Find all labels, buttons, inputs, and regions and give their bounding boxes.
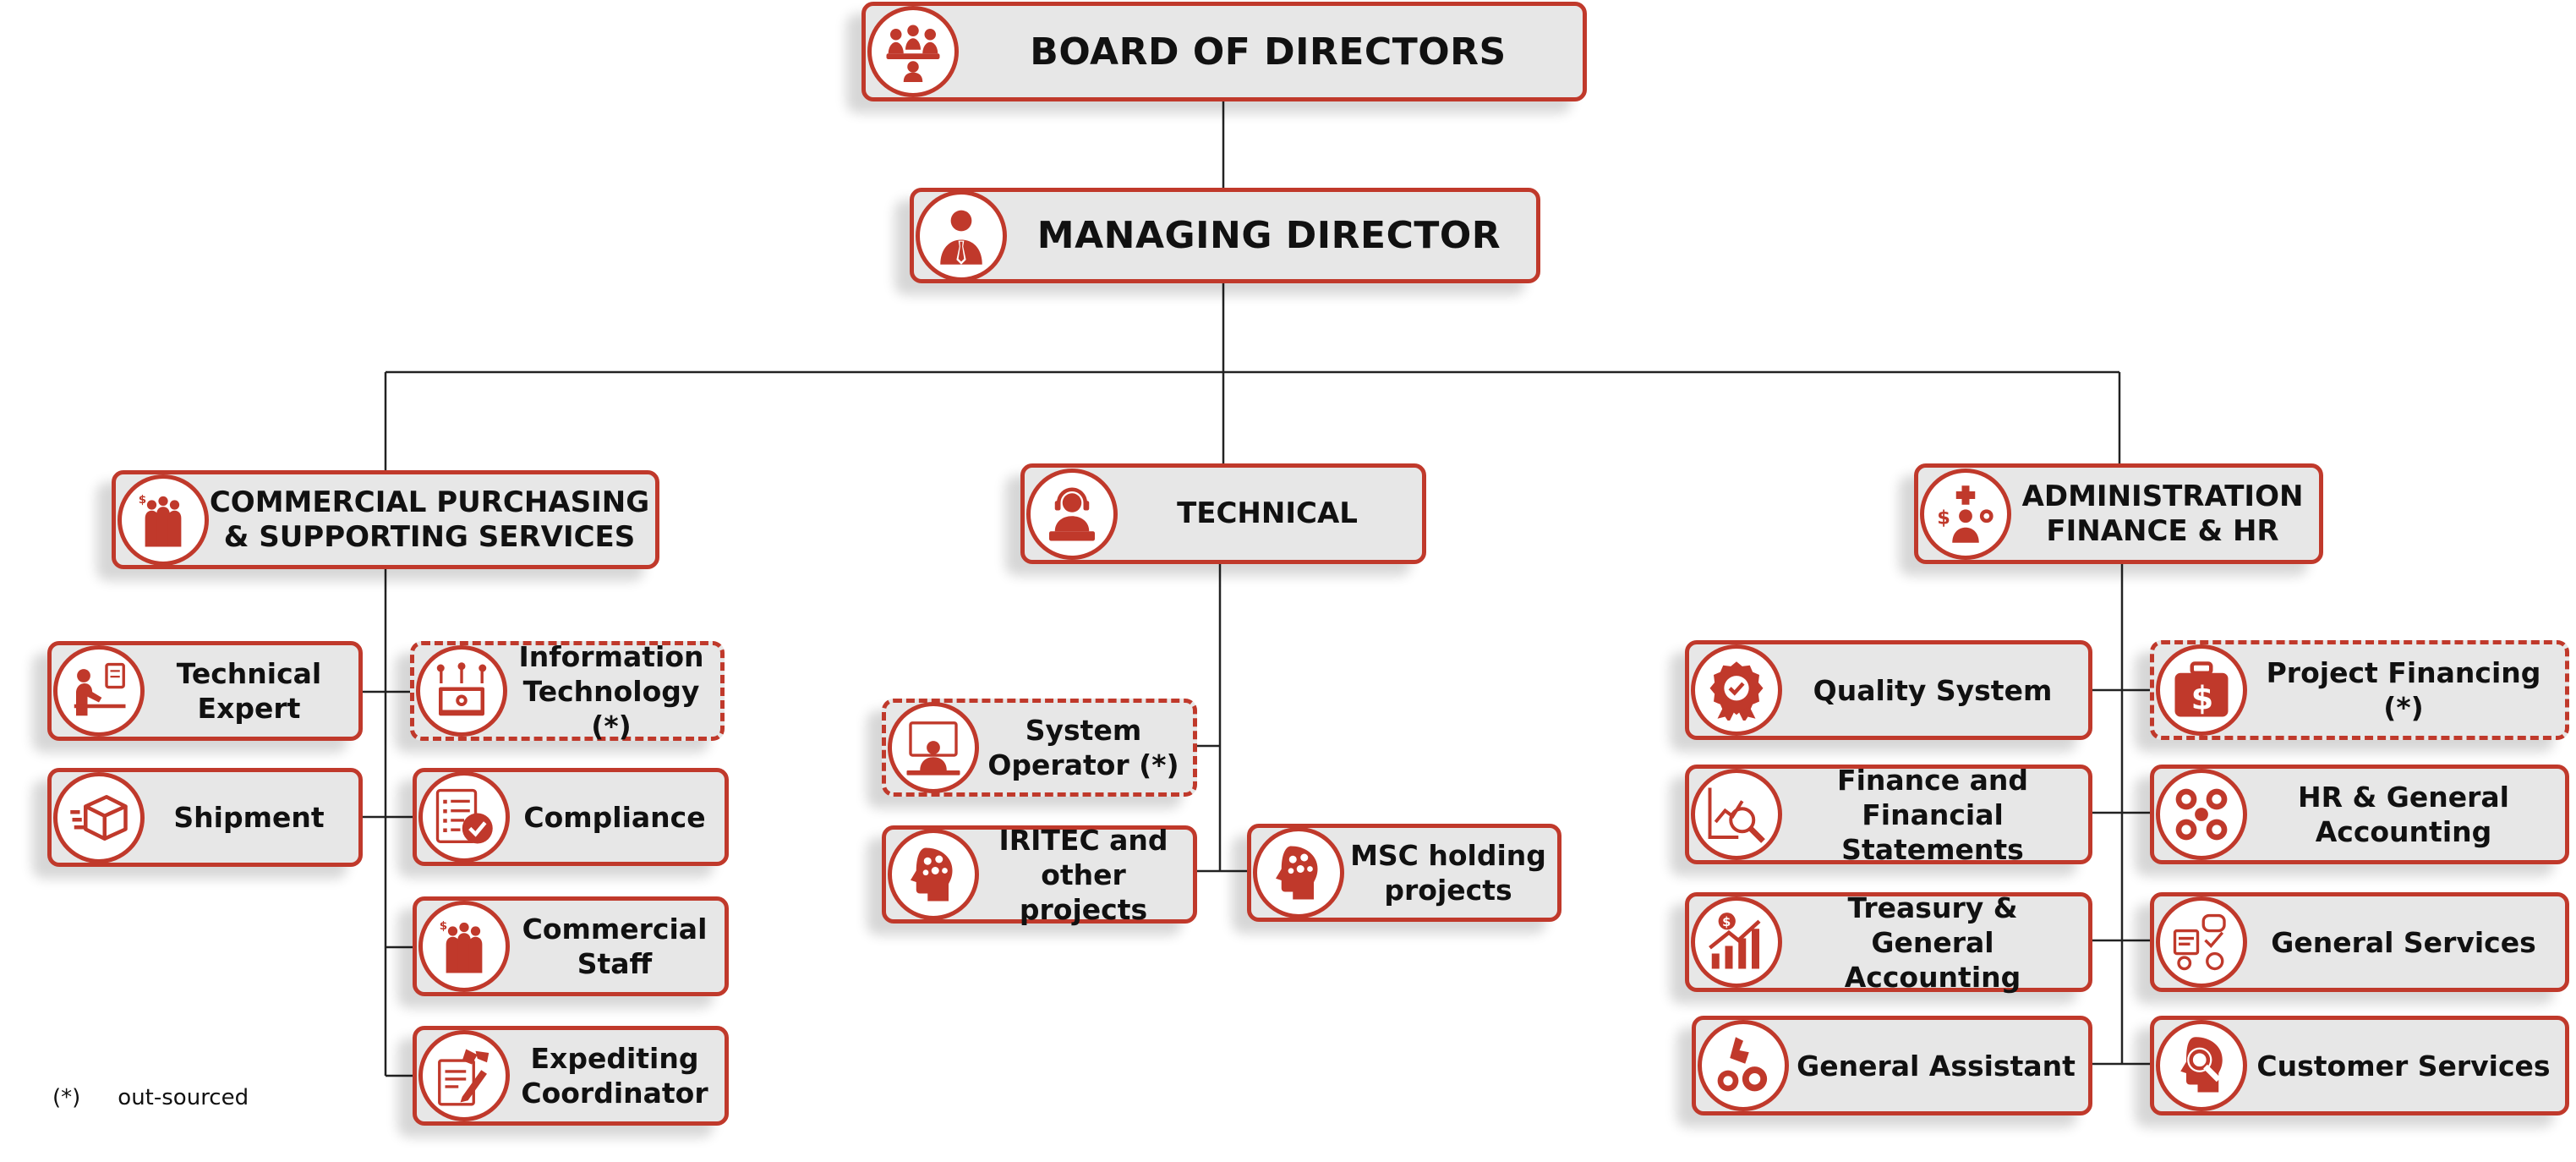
node-label: Expediting Coordinator <box>521 1042 708 1110</box>
money-bag-icon: $ <box>2156 644 2247 736</box>
legend-text: out-sourced <box>118 1085 249 1110</box>
node-label: COMMERCIAL PURCHASING & SUPPORTING SERVI… <box>209 485 650 554</box>
general-services-node: General Services <box>2150 892 2569 992</box>
monitor-operator-icon <box>888 702 979 793</box>
team-money-icon: $ <box>418 901 510 992</box>
finance-medical-icon: $ <box>1920 468 2011 560</box>
businessman-icon <box>916 189 1007 282</box>
node-label: BOARD OF DIRECTORS <box>1030 30 1507 74</box>
node-label: Information Technology (*) <box>518 639 704 743</box>
customer-services-node: Customer Services <box>2150 1016 2569 1115</box>
quality-badge-icon <box>1691 644 1782 736</box>
document-sign-icon <box>418 1030 510 1121</box>
shipment-node: Shipment <box>47 768 363 867</box>
node-label: MSC holding projects <box>1350 839 1546 907</box>
services-icon <box>2156 896 2247 988</box>
svg-text:$: $ <box>440 919 447 933</box>
boardroom-icon <box>867 6 959 97</box>
svg-text:$: $ <box>1937 507 1950 529</box>
support-agent-icon <box>1026 468 1118 560</box>
head-search-icon <box>2156 1020 2247 1111</box>
node-label: MANAGING DIRECTOR <box>1036 214 1501 257</box>
administration-department-node: $ ADMINISTRATION FINANCE & HR <box>1914 463 2323 564</box>
compliance-node: Compliance <box>413 768 729 866</box>
brain-gears-icon <box>1253 827 1344 918</box>
node-label: Shipment <box>173 801 325 834</box>
information-technology-node: Information Technology (*) <box>410 639 725 743</box>
quality-system-node: Quality System <box>1685 640 2092 740</box>
legend: (*) out-sourced <box>52 1085 249 1110</box>
computer-network-icon <box>416 645 507 737</box>
system-operator-node: System Operator (*) <box>882 699 1197 797</box>
managing-director-node: MANAGING DIRECTOR <box>910 188 1540 283</box>
svg-text:$: $ <box>139 492 146 506</box>
growth-chart-icon: $ <box>1691 896 1782 988</box>
node-label: Compliance <box>523 800 706 834</box>
node-label: Finance and Financial Statements <box>1837 763 2028 866</box>
node-label: Quality System <box>1813 673 2053 707</box>
node-label: Customer Services <box>2256 1049 2551 1083</box>
msc-holding-projects-node: MSC holding projects <box>1247 824 1561 922</box>
commercial-department-node: $ COMMERCIAL PURCHASING & SUPPORTING SER… <box>112 470 659 569</box>
finance-statements-node: Finance and Financial Statements <box>1685 763 2092 866</box>
technical-department-node: TECHNICAL <box>1020 463 1426 564</box>
package-icon <box>53 771 145 863</box>
team-money-icon: $ <box>118 474 209 566</box>
iritec-projects-node: IRITEC and other projects <box>882 823 1197 926</box>
node-label: Technical Expert <box>176 657 322 725</box>
legend-marker: (*) <box>52 1085 81 1110</box>
general-assistant-node: General Assistant <box>1692 1016 2092 1115</box>
svg-text:$: $ <box>1722 915 1731 929</box>
hr-general-accounting-node: HR & General Accounting <box>2150 765 2569 864</box>
node-label: Treasury & General Accounting <box>1844 891 2021 994</box>
node-label: Project Financing (*) <box>2266 656 2541 724</box>
hand-gears-icon <box>1698 1020 1789 1111</box>
node-label: ADMINISTRATION FINANCE & HR <box>2021 479 2304 548</box>
expediting-coordinator-node: Expediting Coordinator <box>413 1026 729 1126</box>
desk-worker-icon <box>53 645 145 737</box>
people-gears-icon <box>2156 769 2247 860</box>
technical-expert-node: Technical Expert <box>47 641 363 741</box>
node-label: TECHNICAL <box>1177 496 1358 530</box>
node-label: HR & General Accounting <box>2298 781 2509 848</box>
svg-text:$: $ <box>2191 680 2214 718</box>
node-label: System Operator (*) <box>987 714 1179 781</box>
commercial-staff-node: $ Commercial Staff <box>413 896 729 996</box>
node-label: Commercial Staff <box>522 913 708 980</box>
treasury-node: $ Treasury & General Accounting <box>1685 891 2092 994</box>
project-financing-node: $ Project Financing (*) <box>2150 640 2569 740</box>
board-of-directors-node: BOARD OF DIRECTORS <box>861 2 1587 101</box>
chart-magnifier-icon <box>1691 769 1782 860</box>
brain-gears-icon <box>888 829 979 920</box>
node-label: IRITEC and other projects <box>998 823 1168 926</box>
checklist-icon <box>418 771 510 863</box>
node-label: General Assistant <box>1797 1049 2076 1083</box>
node-label: General Services <box>2271 925 2536 959</box>
